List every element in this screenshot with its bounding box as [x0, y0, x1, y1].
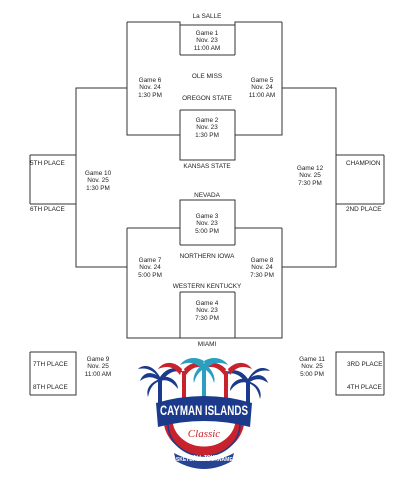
team-northern-iowa: NORTHERN IOWA: [179, 253, 235, 260]
svg-text:BASKETBALL TOURNAMENT: BASKETBALL TOURNAMENT: [169, 457, 240, 463]
place-8th: 8TH PLACE: [33, 384, 68, 391]
place-6th: 6TH PLACE: [30, 206, 65, 213]
team-lasalle: La SALLE: [192, 13, 222, 20]
game1-line: [127, 21, 282, 26]
team-western-kentucky: WESTERN KENTUCKY: [172, 283, 242, 290]
tournament-logo: CAYMAN ISLANDS Classic BASKETBALL TOURNA…: [138, 358, 270, 469]
team-oregon-state: OREGON STATE: [182, 95, 232, 102]
palm-trees-icon: [138, 358, 270, 411]
place-2nd: 2ND PLACE: [346, 206, 382, 213]
team-kansas-state: KANSAS STATE: [183, 163, 231, 170]
logo-word: CAYMAN ISLANDS: [160, 402, 248, 418]
team-olemiss: OLE MISS: [191, 73, 223, 80]
team-miami: MIAMI: [197, 341, 217, 348]
place-5th: 5TH PLACE: [30, 160, 65, 167]
place-champion: CHAMPION: [346, 160, 381, 167]
logo-script: Classic: [188, 428, 221, 440]
team-nevada: NEVADA: [194, 192, 220, 199]
game1-bottom: [126, 22, 283, 161]
place-3rd: 3RD PLACE: [347, 361, 383, 368]
place-4th: 4TH PLACE: [347, 384, 382, 391]
place-7th: 7TH PLACE: [33, 361, 68, 368]
logo-ring-text: BASKETBALL TOURNAMENT: [169, 455, 240, 461]
